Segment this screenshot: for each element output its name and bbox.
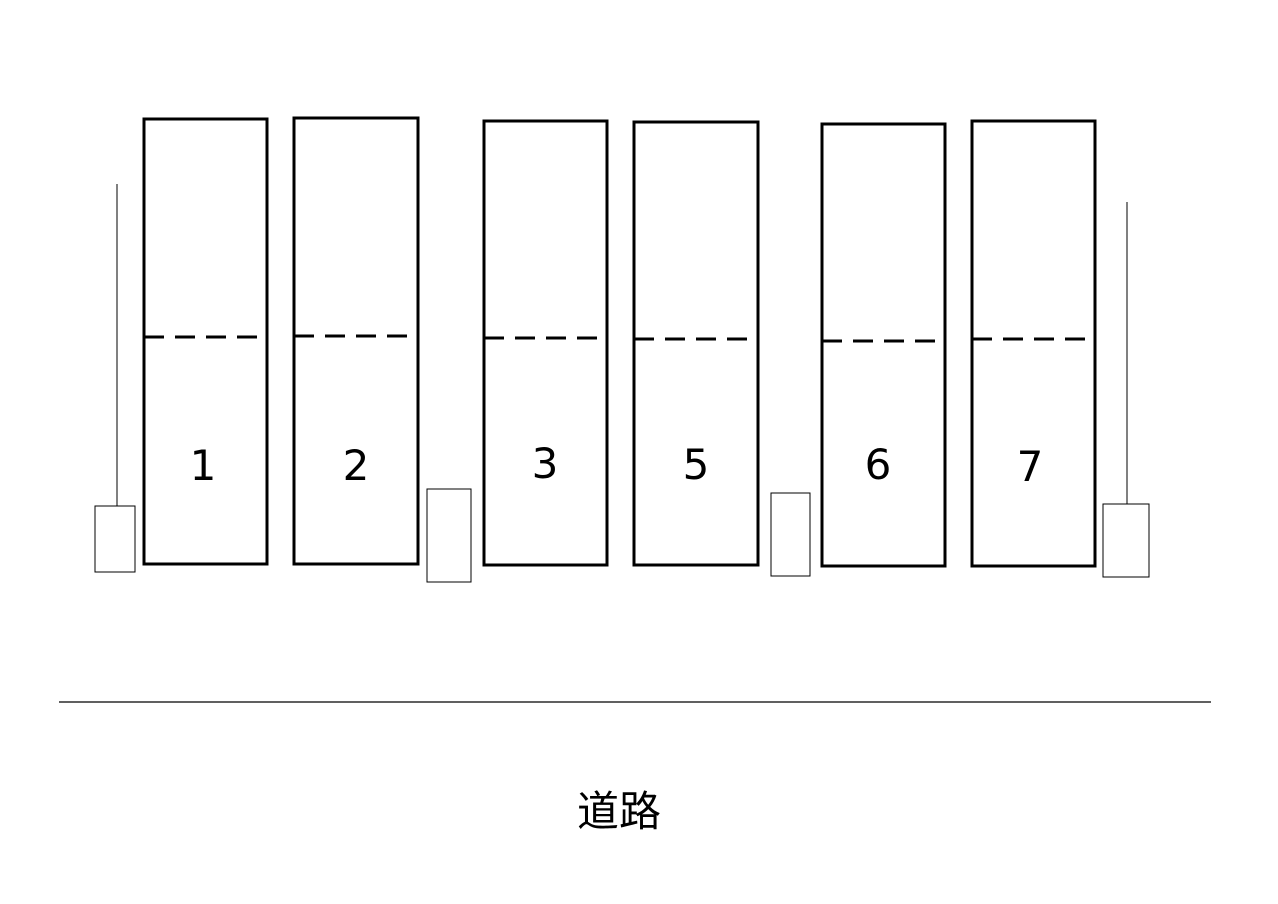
space-outline	[482, 119, 609, 567]
space-outline	[142, 117, 269, 566]
space-outline	[292, 116, 420, 566]
post-box-right	[1102, 503, 1150, 578]
space-number: 2	[343, 441, 370, 490]
post-box-left	[94, 505, 136, 573]
post-box-between-2-3	[426, 488, 472, 583]
parking-space-1: 1	[142, 117, 269, 566]
post-box-between-5-6	[770, 492, 811, 577]
parking-space-2: 2	[292, 116, 420, 566]
road-label: 道路	[577, 787, 661, 836]
parking-space-7: 7	[970, 119, 1097, 568]
space-number: 3	[532, 439, 559, 488]
parking-space-6: 6	[820, 122, 947, 568]
space-outline	[820, 122, 947, 568]
space-outline	[632, 120, 760, 567]
space-outline	[970, 119, 1097, 568]
parking-space-5: 5	[632, 120, 760, 567]
space-number: 1	[190, 441, 217, 490]
space-number: 7	[1017, 442, 1044, 491]
space-number: 6	[865, 440, 892, 489]
space-number: 5	[683, 440, 710, 489]
parking-space-3: 3	[482, 119, 609, 567]
